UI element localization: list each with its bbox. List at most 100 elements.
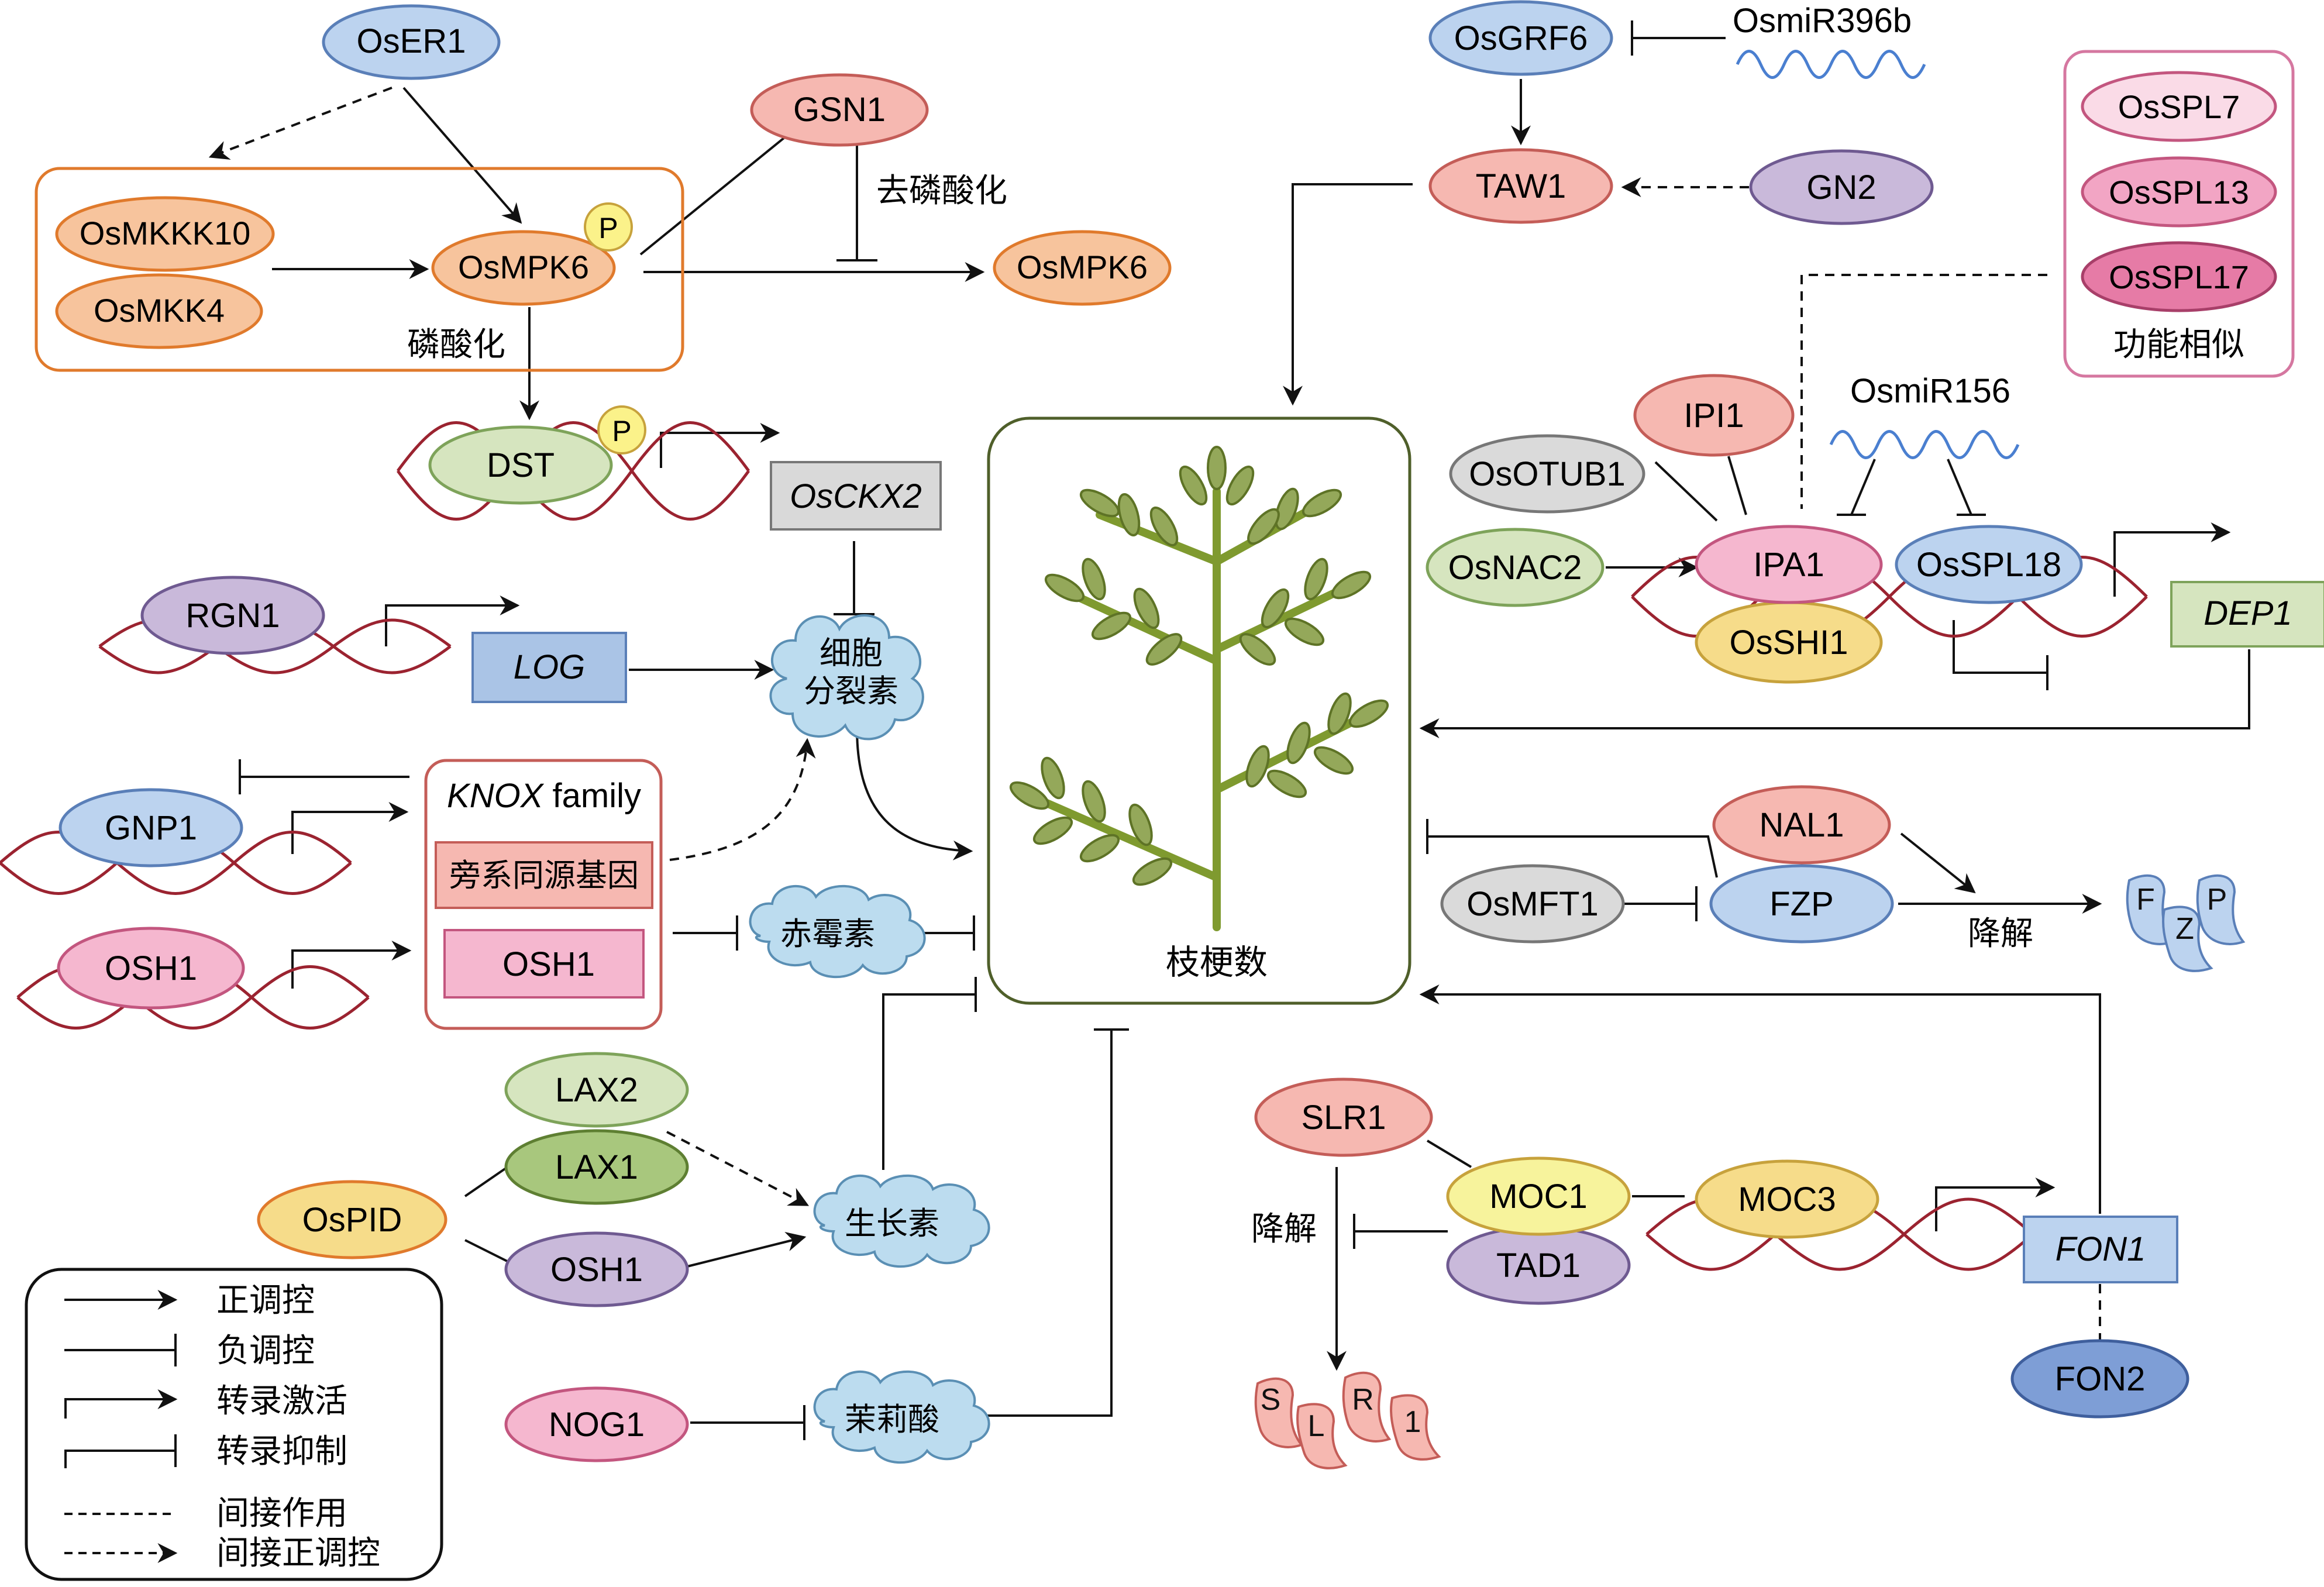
node-moc3[interactable]: MOC3 <box>1695 1159 1879 1239</box>
gene-log[interactable]: LOG <box>471 632 627 703</box>
node-osshi1[interactable]: OsSHI1 <box>1695 601 1883 684</box>
p-mark2-label: P <box>612 415 631 447</box>
osmir156-label: OsmiR156 <box>1850 372 2010 410</box>
cloud-cytokinin: 细胞 分裂素 <box>769 614 924 741</box>
legend-activation: 转录激活 <box>216 1382 347 1419</box>
connectors <box>208 20 2250 1440</box>
gene-dep1[interactable]: DEP1 <box>2170 581 2324 648</box>
slr-s-label: S <box>1261 1383 1281 1417</box>
lax2-label: LAX2 <box>555 1071 638 1109</box>
node-ipi1[interactable]: IPI1 <box>1633 374 1795 457</box>
cytokinin-label-2: 分裂素 <box>804 674 898 709</box>
node-osnac2[interactable]: OsNAC2 <box>1426 528 1605 607</box>
node-taw1[interactable]: TAW1 <box>1428 148 1613 224</box>
fzp-label: FZP <box>1769 885 1834 923</box>
moc3-label: MOC3 <box>1738 1180 1836 1218</box>
osspl13-label: OsSPL13 <box>2109 174 2249 211</box>
phos-label: 磷酸化 <box>407 326 505 363</box>
osotub1-label: OsOTUB1 <box>1469 455 1626 493</box>
cytokinin-label-1: 细胞 <box>820 636 883 671</box>
nog1-label: NOG1 <box>549 1406 645 1444</box>
lax1-label: LAX1 <box>555 1148 638 1186</box>
node-moc1[interactable]: MOC1 <box>1446 1156 1631 1236</box>
osgrf6-label: OsGRF6 <box>1454 19 1588 57</box>
legend: 正调控 负调控 转录激活 转录抑制 间接作用 间接正调控 <box>25 1268 443 1581</box>
phospho-badge-dst: P <box>597 405 646 455</box>
fzp-z-label: Z <box>2175 912 2194 946</box>
gene-osckx2[interactable]: OsCKX2 <box>770 461 942 531</box>
knox-family-box[interactable]: KNOX family 旁系同源基因 OSH1 <box>424 759 663 1030</box>
gnp1-label: GNP1 <box>105 809 197 847</box>
node-osh1-purple[interactable]: OSH1 <box>504 1231 689 1307</box>
similar-label: 功能相似 <box>2113 326 2244 363</box>
gn2-label: GN2 <box>1806 168 1876 206</box>
dephos-label: 去磷酸化 <box>876 172 1007 209</box>
cloud-jasmonic-acid: 茉莉酸 <box>813 1370 990 1464</box>
spikelets <box>1009 446 1389 886</box>
ipa1-label: IPA1 <box>1753 546 1824 584</box>
node-ospid[interactable]: OsPID <box>257 1180 447 1259</box>
node-osmpk6[interactable]: OsMPK6 <box>431 230 616 306</box>
auxin-label: 生长素 <box>845 1206 939 1241</box>
osh1-left-label: OSH1 <box>105 949 197 987</box>
node-osspl7[interactable]: OsSPL7 <box>2081 71 2277 142</box>
node-tad1[interactable]: TAD1 <box>1446 1225 1631 1305</box>
log-label: LOG <box>514 648 586 686</box>
fzp-f-label: F <box>2136 883 2155 917</box>
node-osgrf6[interactable]: OsGRF6 <box>1428 0 1613 76</box>
node-osh1-left[interactable]: OSH1 <box>57 927 245 1010</box>
degraded-slr1-fragments: S L R 1 <box>1254 1371 1441 1469</box>
node-fon2[interactable]: FON2 <box>2010 1339 2189 1419</box>
degrade2-label: 降解 <box>1251 1210 1317 1247</box>
legend-repression: 转录抑制 <box>216 1433 347 1469</box>
gene-fon1[interactable]: FON1 <box>2023 1216 2178 1283</box>
knox-family-label: KNOX family <box>447 777 641 815</box>
tad1-label: TAD1 <box>1496 1247 1581 1285</box>
node-gn2[interactable]: GN2 <box>1749 149 1934 225</box>
osnac2-label: OsNAC2 <box>1448 549 1582 587</box>
node-osspl17[interactable]: OsSPL17 <box>2081 241 2277 312</box>
node-rgn1[interactable]: RGN1 <box>140 576 325 655</box>
legend-indirect: 间接作用 <box>216 1495 347 1531</box>
jasmonic-label: 茉莉酸 <box>845 1402 939 1437</box>
legend-indirect-positive: 间接正调控 <box>216 1534 380 1571</box>
node-gnp1[interactable]: GNP1 <box>58 788 243 867</box>
node-osspl18[interactable]: OsSPL18 <box>1895 525 2083 604</box>
node-dst[interactable]: DST <box>428 425 613 505</box>
node-nal1[interactable]: NAL1 <box>1712 785 1891 865</box>
osspl18-label: OsSPL18 <box>1916 546 2061 584</box>
phospho-badge-mpk6: P <box>584 202 633 252</box>
cloud-auxin: 生长素 <box>813 1174 990 1268</box>
node-osmkk4[interactable]: OsMKK4 <box>55 273 263 349</box>
node-oser1[interactable]: OsER1 <box>322 4 501 80</box>
osh1-box-label: OSH1 <box>502 945 595 983</box>
node-fzp[interactable]: FZP <box>1709 864 1894 944</box>
osh1-purple-label: OSH1 <box>550 1251 643 1289</box>
spl-group-box: OsSPL7 OsSPL13 OsSPL17 功能相似 <box>2063 50 2295 378</box>
node-ipa1[interactable]: IPA1 <box>1695 525 1883 604</box>
slr-l-label: L <box>1308 1409 1325 1443</box>
taw1-label: TAW1 <box>1476 167 1566 205</box>
rgn1-label: RGN1 <box>185 597 280 635</box>
dst-label: DST <box>487 446 555 484</box>
slr-r-label: R <box>1352 1383 1374 1417</box>
node-osspl13[interactable]: OsSPL13 <box>2081 156 2277 228</box>
node-osotub1[interactable]: OsOTUB1 <box>1449 434 1645 514</box>
node-osmkkk10[interactable]: OsMKKK10 <box>55 196 275 272</box>
fzp-p-label: P <box>2207 883 2227 917</box>
node-gsn1[interactable]: GSN1 <box>750 73 929 147</box>
node-lax2[interactable]: LAX2 <box>504 1052 689 1128</box>
osmpk6-label: OsMPK6 <box>458 249 589 285</box>
paralog-box <box>435 841 653 909</box>
mirna-396b-wave <box>1736 50 1926 79</box>
node-osmft1[interactable]: OsMFT1 <box>1440 864 1625 944</box>
degraded-fzp-fragments: F Z P <box>2126 874 2246 972</box>
osmpk6-out-label: OsMPK6 <box>1017 249 1148 285</box>
center-panicle-box: 枝梗数 <box>987 416 1411 1005</box>
osmir396b-label: OsmiR396b <box>1733 2 1912 40</box>
node-slr1[interactable]: SLR1 <box>1254 1077 1433 1157</box>
node-nog1[interactable]: NOG1 <box>504 1386 689 1462</box>
node-osmpk6-out[interactable]: OsMPK6 <box>993 230 1172 306</box>
node-lax1[interactable]: LAX1 <box>504 1129 689 1205</box>
osckx2-label: OsCKX2 <box>790 477 922 515</box>
